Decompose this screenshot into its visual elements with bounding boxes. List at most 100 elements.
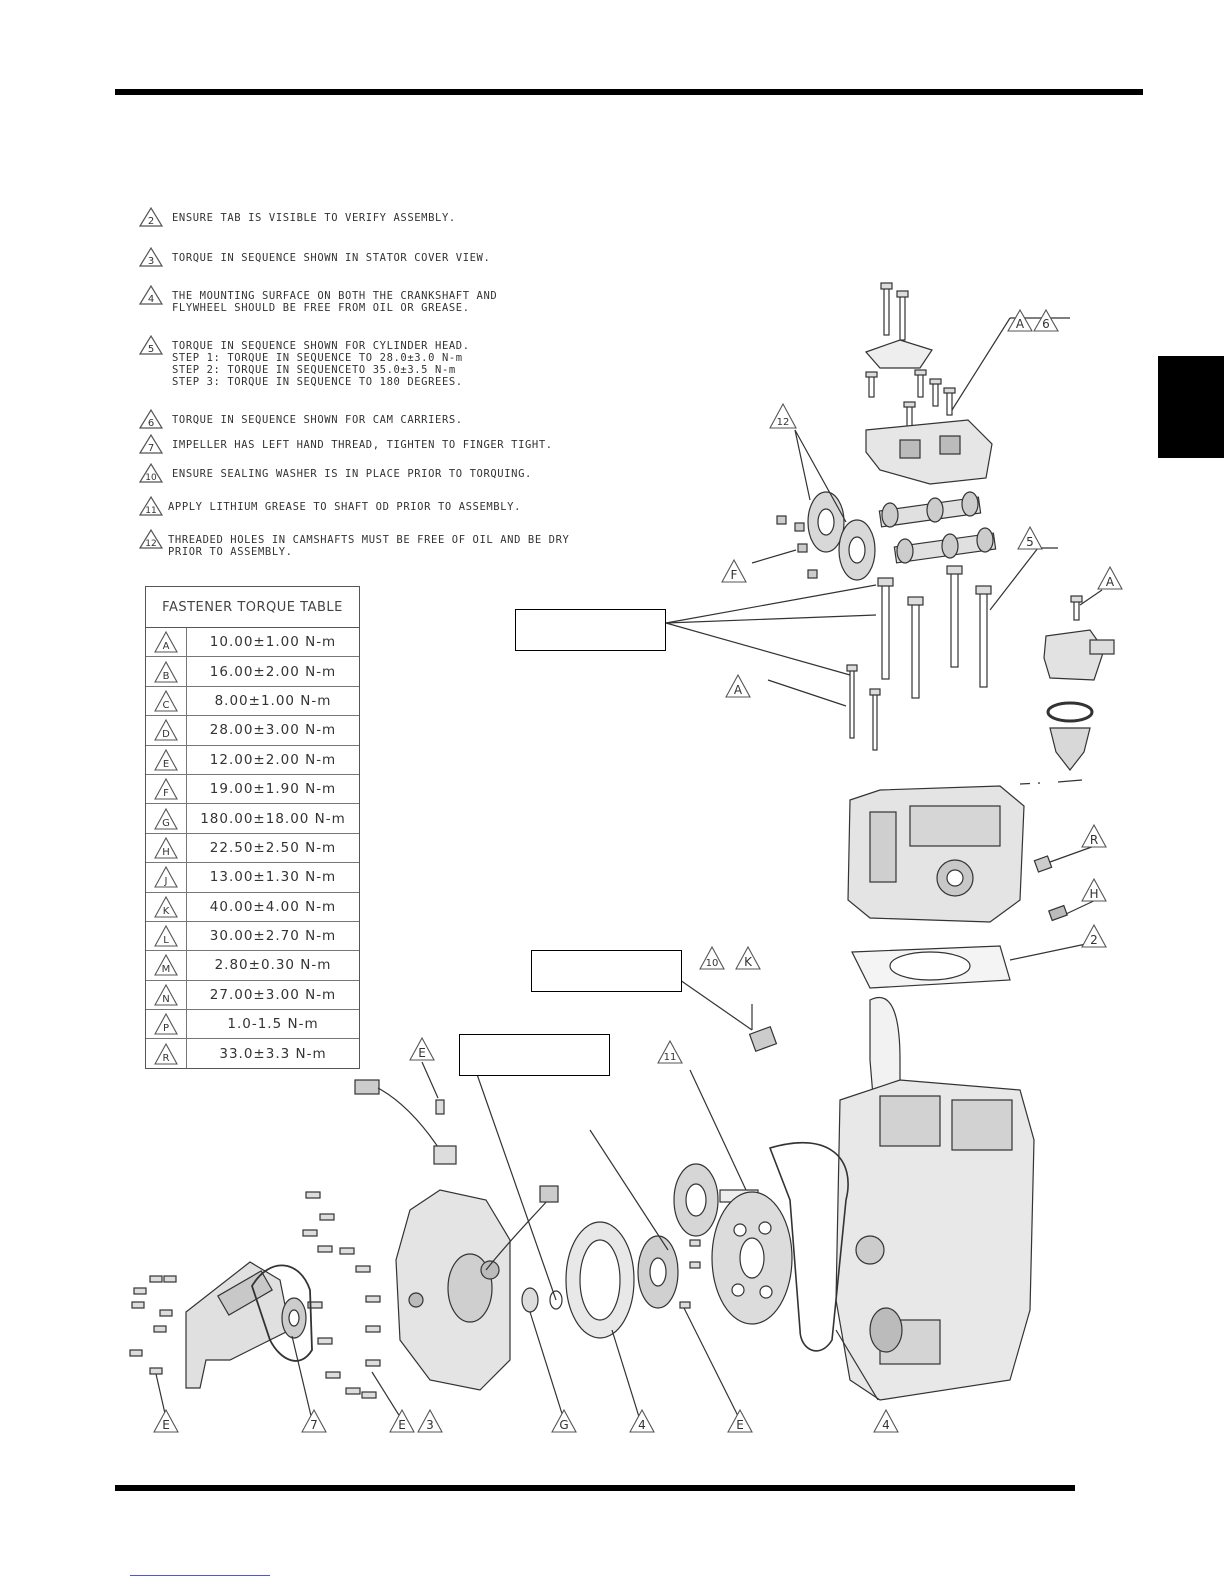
- key-triangle-icon: B: [154, 660, 178, 683]
- stator-wire: [485, 1199, 549, 1271]
- svg-text:6: 6: [148, 418, 154, 429]
- svg-text:6: 6: [1042, 317, 1050, 331]
- cylinder-head: [847, 785, 1025, 923]
- svg-text:J: J: [164, 876, 168, 887]
- note-text: TORQUE IN SEQUENCE SHOWN IN STATOR COVER…: [172, 252, 491, 264]
- head-small-bolts: [846, 664, 881, 751]
- torque-table-title: FASTENER TORQUE TABLE: [146, 587, 359, 628]
- svg-text:C: C: [163, 700, 170, 711]
- svg-text:H: H: [162, 847, 170, 858]
- note-12: 12 THREADED HOLES IN CAMSHAFTS MUST BE F…: [138, 528, 569, 558]
- note-4: 4 THE MOUNTING SURFACE ON BOTH THE CRANK…: [138, 284, 497, 314]
- torque-row-r: R 33.0±3.3 N-m: [146, 1039, 359, 1068]
- svg-text:11: 11: [145, 506, 156, 516]
- note-triangle-icon: 7: [138, 433, 164, 454]
- svg-text:N: N: [162, 994, 169, 1005]
- svg-text:E: E: [418, 1046, 426, 1060]
- torque-row-f: F 19.00±1.90 N-m: [146, 774, 359, 805]
- thermostat: [1049, 727, 1091, 771]
- key-triangle-icon: H: [154, 836, 178, 859]
- note-triangle-icon: 2: [138, 206, 164, 227]
- key-triangle-icon: M: [154, 954, 178, 977]
- svg-text:M: M: [162, 964, 171, 975]
- svg-text:K: K: [744, 955, 753, 969]
- svg-text:E: E: [162, 1418, 170, 1432]
- torque-value: 33.0±3.3 N-m: [219, 1045, 327, 1062]
- note-5: 5 TORQUE IN SEQUENCE SHOWN FOR CYLINDER …: [138, 334, 470, 388]
- footer-link-underline[interactable]: [130, 1575, 270, 1576]
- callout-e-bottom-right: E: [727, 1408, 753, 1433]
- water-pump-cover: [185, 1261, 291, 1389]
- flywheel: [565, 1221, 635, 1339]
- cylinder-head-bolts: [877, 565, 992, 699]
- note-text: ENSURE SEALING WASHER IS IN PLACE PRIOR …: [172, 468, 532, 480]
- torque-row-k: K 40.00±4.00 N-m: [146, 892, 359, 922]
- sprocket-bolts: [776, 515, 818, 579]
- callout-g: G: [551, 1408, 577, 1433]
- svg-text:E: E: [736, 1418, 744, 1432]
- svg-text:F: F: [163, 788, 169, 799]
- note-triangle-icon: 4: [138, 284, 164, 305]
- svg-text:B: B: [163, 671, 170, 682]
- svg-text:G: G: [162, 818, 170, 829]
- key-triangle-icon: A: [154, 631, 178, 653]
- torque-value: 40.00±4.00 N-m: [209, 898, 337, 915]
- svg-text:E: E: [398, 1418, 406, 1432]
- callout-7: 7: [301, 1408, 327, 1433]
- stator-cover-bolts: [302, 1191, 381, 1399]
- crankcase-gasket: [768, 1142, 849, 1352]
- camshaft-lower: [893, 527, 997, 564]
- cam-carrier-short-bolts: [865, 369, 956, 428]
- note-triangle-icon: 12: [138, 528, 164, 549]
- torque-value: 1.0-1.5 N-m: [227, 1016, 319, 1033]
- callout-4-crank: 4: [873, 1408, 899, 1433]
- key-triangle-icon: K: [154, 895, 178, 918]
- chapter-tab: [1158, 356, 1224, 458]
- key-triangle-icon: R: [154, 1042, 178, 1065]
- svg-text:L: L: [163, 935, 169, 946]
- torque-value: 8.00±1.00 N-m: [214, 692, 332, 709]
- note-text: TORQUE IN SEQUENCE SHOWN FOR CAM CARRIER…: [172, 414, 463, 426]
- svg-text:F: F: [731, 568, 738, 582]
- svg-text:A: A: [1106, 575, 1115, 589]
- svg-text:K: K: [163, 906, 170, 917]
- callout-4-flywheel: 4: [629, 1408, 655, 1433]
- head-gasket: [851, 945, 1011, 989]
- callout-e-bottom-left: E: [153, 1408, 179, 1433]
- svg-text:H: H: [1089, 887, 1098, 901]
- fastener-torque-table: FASTENER TORQUE TABLE A 10.00±1.00 N-m B 1…: [145, 586, 360, 1069]
- callout-5: 5: [1017, 525, 1043, 550]
- key-triangle-icon: F: [154, 778, 178, 800]
- header-rule: [115, 89, 1143, 95]
- torque-value: 28.00±3.00 N-m: [209, 722, 337, 739]
- callout-10-k: 10 K: [699, 945, 761, 970]
- key-triangle-icon: N: [154, 983, 178, 1006]
- note-3: 3 TORQUE IN SEQUENCE SHOWN IN STATOR COV…: [138, 246, 490, 268]
- note-text: APPLY LITHIUM GREASE TO SHAFT OD PRIOR T…: [168, 501, 521, 513]
- drain-plug: [748, 1026, 778, 1052]
- callout-11: 11: [657, 1039, 683, 1064]
- note-2: 2 ENSURE TAB IS VISIBLE TO VERIFY ASSEMB…: [138, 206, 456, 228]
- key-triangle-icon: D: [154, 719, 178, 741]
- impeller: [281, 1297, 307, 1339]
- torque-value: 10.00±1.00 N-m: [209, 634, 337, 651]
- note-6: 6 TORQUE IN SEQUENCE SHOWN FOR CAM CARRI…: [138, 408, 463, 430]
- idler-gear: [673, 1163, 719, 1237]
- note-text: THREADED HOLES IN CAMSHAFTS MUST BE FREE…: [168, 534, 570, 558]
- cam-carrier-long-bolts: [880, 282, 909, 341]
- torque-value: 19.00±1.90 N-m: [209, 781, 337, 798]
- key-triangle-icon: L: [154, 925, 178, 947]
- note-triangle-icon: 3: [138, 246, 164, 267]
- svg-text:D: D: [162, 729, 170, 740]
- water-pump-gasket: [251, 1264, 313, 1362]
- note-10: 10 ENSURE SEALING WASHER IS IN PLACE PRI…: [138, 462, 532, 484]
- note-text: ENSURE TAB IS VISIBLE TO VERIFY ASSEMBLY…: [172, 212, 456, 224]
- note-text: THE MOUNTING SURFACE ON BOTH THE CRANKSH…: [172, 290, 498, 314]
- svg-text:3: 3: [426, 1418, 434, 1432]
- svg-text:4: 4: [882, 1418, 890, 1432]
- torque-row-a: A 10.00±1.00 N-m: [146, 628, 359, 658]
